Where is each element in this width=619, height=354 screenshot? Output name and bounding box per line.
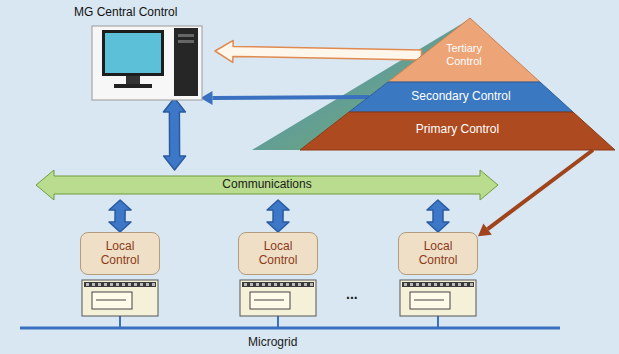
node-label: Local Control <box>87 240 153 268</box>
node-label: Primary Control <box>300 123 615 137</box>
band-outline <box>300 112 615 150</box>
band-outline <box>388 18 540 82</box>
central-controller: MG Central Control <box>70 4 215 98</box>
control-band: Tertiary Control <box>388 18 540 82</box>
local-control-box: Local Control <box>80 232 160 275</box>
microgrid-bus <box>20 327 560 330</box>
connector-arrow <box>478 150 593 236</box>
local-control-box: Local Control <box>238 232 318 275</box>
node-label: Communications <box>36 178 498 192</box>
connector-arrow <box>215 40 422 62</box>
node-label: Local Control <box>405 240 471 268</box>
node-label: Secondary Control <box>349 90 573 104</box>
connector-arrow <box>109 200 131 232</box>
local-control-box: Local Control <box>398 232 478 275</box>
control-band: Communications <box>36 170 498 200</box>
connector-arrow <box>163 98 185 170</box>
node-label: Tertiary Control <box>429 42 499 67</box>
control-band: Secondary Control <box>349 82 573 112</box>
device-icons <box>82 280 476 328</box>
ellipsis: ... <box>346 286 358 302</box>
node-label: MG Central Control <box>74 6 215 20</box>
connector-arrow <box>427 200 449 232</box>
band-outline <box>349 82 573 112</box>
connector-arrow <box>201 91 370 105</box>
band-outline <box>36 170 498 200</box>
connector-arrow <box>267 200 289 232</box>
control-band: Primary Control <box>300 112 615 150</box>
node-label: Local Control <box>245 240 311 268</box>
microgrid-label: Microgrid <box>248 335 297 349</box>
